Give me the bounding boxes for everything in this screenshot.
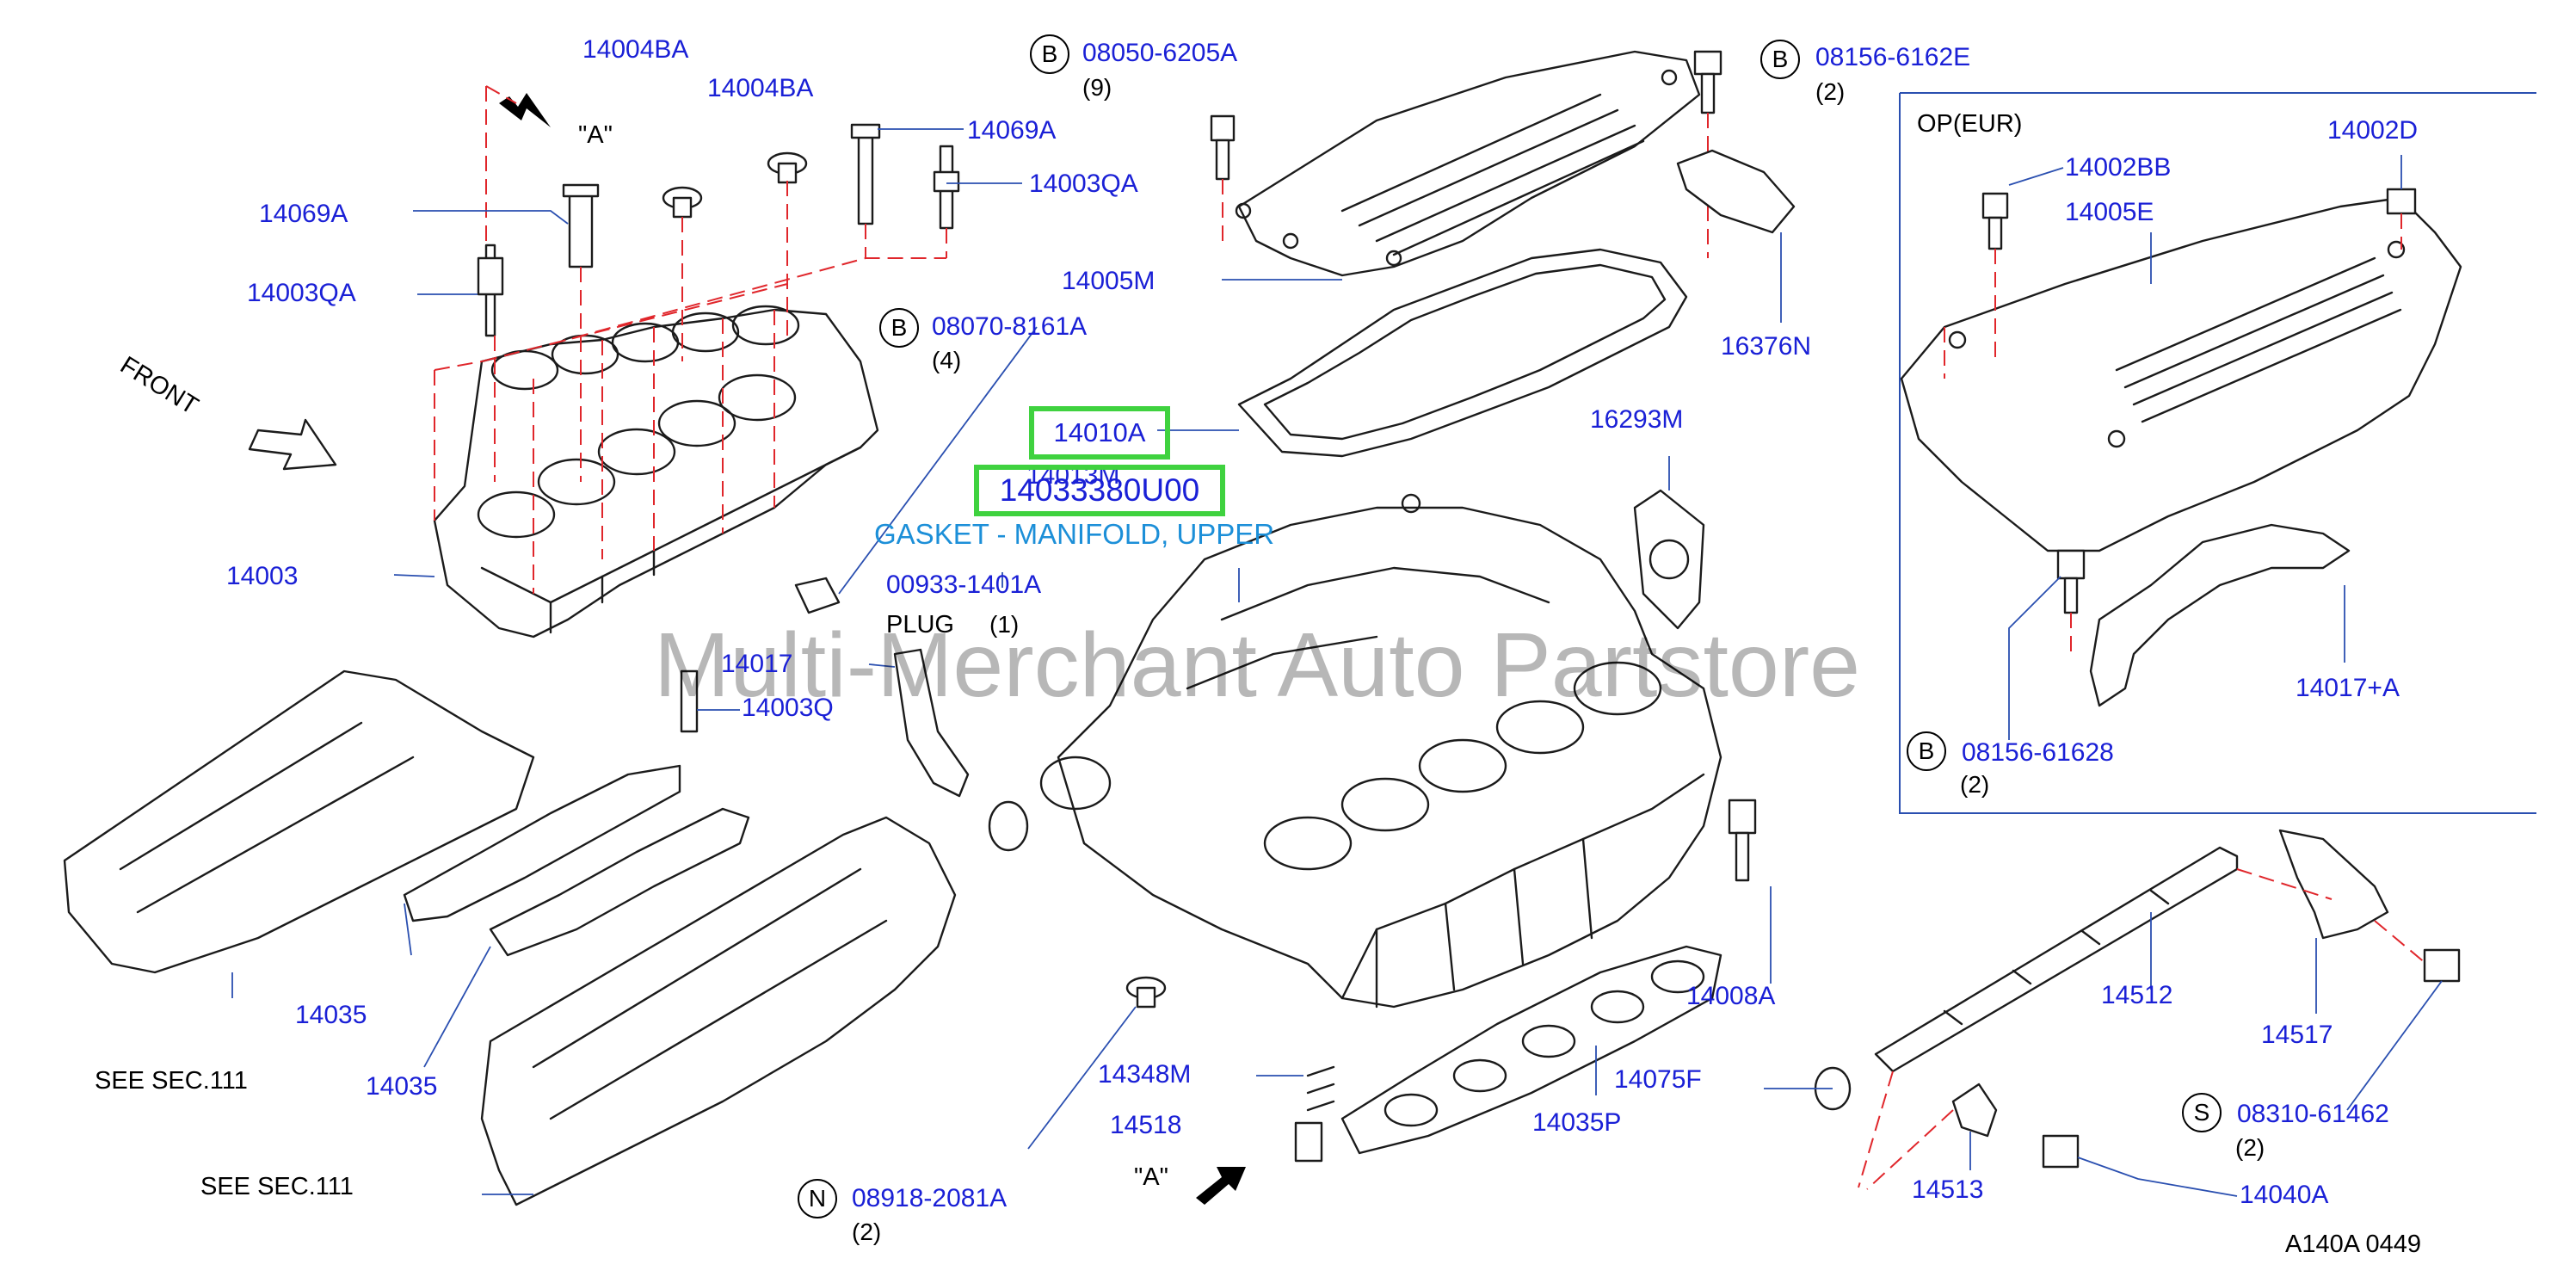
bolt-08310-drawing [2423,948,2461,983]
pressure-regulator-14517-drawing [2278,829,2389,940]
part-callout-14008A[interactable]: 14008A [1686,982,1776,1010]
gasket-14035-b-drawing [489,807,750,957]
see-sec-111-upper: SEE SEC.111 [95,1067,248,1095]
gasket-14010A-drawing [1237,248,1688,458]
bolt-14040A-drawing [2042,1134,2080,1169]
part-callout-08050-6205A[interactable]: 08050-6205A [1082,39,1238,67]
part-callout-14035-a[interactable]: 14035 [295,1001,367,1029]
bolt-14002BB-drawing [1981,192,2009,219]
plug-00933-drawing [794,577,841,614]
figure-code: A140A 0449 [2285,1231,2422,1258]
gasket-16293M-drawing [1633,489,1705,630]
plug-14518-drawing [1294,1121,1323,1163]
part-callout-14017-plus-a[interactable]: 14017+A [2296,674,2400,702]
engine-cover-14005E-drawing [1900,196,2462,552]
intake-manifold-14003-drawing [433,305,879,638]
fuel-rail-14512-drawing [1874,846,2239,1073]
part-callout-14512[interactable]: 14512 [2101,981,2173,1009]
part-callout-14004BA-a[interactable]: 14004BA [582,35,689,64]
qty-plug: (1) [989,611,1020,638]
part-callout-14069A-b[interactable]: 14069A [259,200,348,228]
sensor-14003Q-drawing [680,669,699,733]
part-callout-14035-b[interactable]: 14035 [366,1072,438,1101]
view-a-label-bottom: "A" [1134,1163,1168,1191]
view-a-arrow-bottom-icon [1196,1167,1246,1205]
highlighted-part-14010A[interactable]: 14010A [1029,406,1170,460]
part-callout-14005M[interactable]: 14005M [1062,267,1156,295]
part-callout-14513[interactable]: 14513 [1912,1175,1984,1204]
bolt-08050-drawing [1210,114,1236,142]
insulator-14513-drawing [1951,1083,1998,1138]
bracket-14017A-drawing [2089,523,2351,707]
part-callout-14040A[interactable]: 14040A [2240,1181,2329,1209]
bolt-08156E-drawing [1693,50,1722,76]
qty-08156-628: (2) [1960,771,1990,798]
grommet-14002D-drawing [2386,188,2417,215]
qty-08070: (4) [932,347,962,373]
cylinder-head-sec111-drawing [63,669,957,1206]
badge-n-08918: N [798,1179,837,1218]
part-callout-08070-8161A[interactable]: 08070-8161A [932,312,1088,341]
badge-b-08156E: B [1760,40,1800,79]
qty-08156E: (2) [1815,78,1846,105]
part-description-overlay[interactable]: GASKET - MANIFOLD, UPPER [874,518,1275,550]
part-callout-08918-2081A[interactable]: 08918-2081A [852,1184,1008,1212]
lower-intake-manifold-drawing [1039,493,1722,1009]
seal-14013M-drawing [988,800,1029,852]
qty-08918: (2) [852,1218,882,1245]
highlighted-part-number-overlay[interactable]: 14033380U00 [974,465,1225,516]
bracket-16376N-drawing [1676,149,1796,234]
part-callout-14003[interactable]: 14003 [226,562,299,590]
part-callout-14069A-a[interactable]: 14069A [967,116,1057,145]
leader-lines [231,128,2443,1197]
part-callout-14017[interactable]: 14017 [721,650,793,678]
part-callout-14518[interactable]: 14518 [1110,1111,1182,1139]
part-callout-14003QA-a[interactable]: 14003QA [1029,170,1138,198]
part-callout-14005E[interactable]: 14005E [2065,198,2154,226]
view-a-label-top: "A" [578,121,613,149]
part-callout-14348M[interactable]: 14348M [1098,1060,1192,1089]
watermark: Multi-Merchant Auto Partstore [654,614,1861,716]
badge-s-08310: S [2182,1093,2222,1132]
highlighted-part-number-text: 14033380U00 [999,472,1200,508]
part-callout-14035P[interactable]: 14035P [1532,1108,1622,1137]
badge-b-08156-628: B [1907,731,1946,771]
part-callout-14002BB[interactable]: 14002BB [2065,153,2172,182]
spring-14348M-drawing [1306,1065,1335,1112]
stud-14008A-drawing [1728,799,1757,835]
part-callout-14004BA-b[interactable]: 14004BA [707,74,814,102]
part-callout-08156-61628[interactable]: 08156-61628 [1962,738,2114,767]
part-callout-14003QA-b[interactable]: 14003QA [247,279,356,307]
part-callout-14075F[interactable]: 14075F [1614,1065,1702,1094]
front-arrow-icon [248,418,337,471]
see-sec-111-lower: SEE SEC.111 [200,1173,354,1200]
highlighted-part-14010A-label: 14010A [1053,417,1146,447]
gasket-14035-a-drawing [403,764,681,922]
badge-b-08070: B [879,308,919,348]
qty-08310: (2) [2235,1134,2265,1161]
part-callout-08156-6162E[interactable]: 08156-6162E [1815,43,1971,71]
plug-label: PLUG [886,611,954,638]
studs-upper-left [477,123,960,337]
part-callout-14003Q[interactable]: 14003Q [742,694,834,722]
bracket-14017-drawing [893,648,970,798]
part-callout-14517[interactable]: 14517 [2261,1021,2333,1049]
qty-08050: (9) [1082,74,1112,101]
part-callout-00933-1401A[interactable]: 00933-1401A [886,571,1042,599]
manifold-cover-14005M-drawing [1235,50,1701,277]
part-callout-16293M[interactable]: 16293M [1590,405,1684,434]
bolt-08156-628-drawing [2056,549,2086,580]
gasket-14035P-drawing [1340,945,1722,1155]
part-callout-14002D[interactable]: 14002D [2327,116,2419,145]
part-callout-16376N[interactable]: 16376N [1721,332,1812,361]
badge-b-08050: B [1030,34,1069,74]
part-callout-08310-61462[interactable]: 08310-61462 [2237,1100,2389,1128]
box-title-op-eur: OP(EUR) [1917,110,2023,138]
